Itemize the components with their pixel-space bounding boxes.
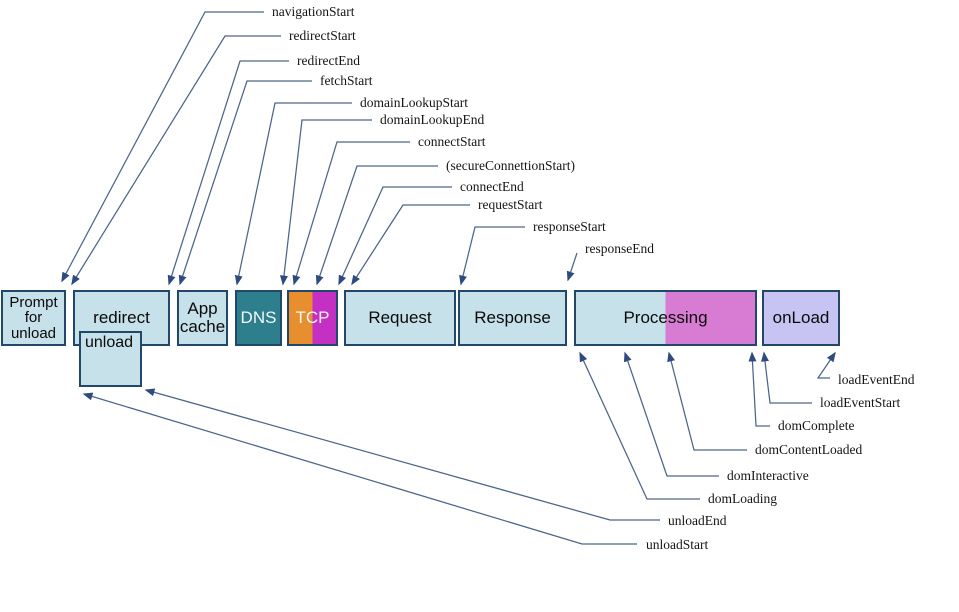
label-domContentLoaded: domContentLoaded	[755, 442, 863, 457]
box-prompt-for-unload-label: unload	[10, 324, 57, 342]
box-onload: onLoad	[762, 290, 840, 346]
label-responseStart: responseStart	[533, 219, 606, 234]
box-response: Response	[458, 290, 567, 346]
connector-domComplete-arrow	[748, 351, 770, 427]
box-onload-label: onLoad	[772, 308, 830, 328]
box-unload: unload	[79, 331, 142, 387]
label-domainLookupStart: domainLookupStart	[360, 95, 468, 110]
connector-fetchStart-arrow	[178, 80, 312, 286]
label-unloadStart: unloadStart	[646, 537, 709, 552]
connector-connectStart-arrow	[292, 141, 410, 286]
box-app-cache-label: App	[187, 299, 218, 319]
label-secureConnectionStart: (secureConnettionStart)	[446, 158, 575, 173]
box-redirect-label: redirect	[93, 308, 150, 328]
box-tcp-label: TCP	[295, 308, 330, 328]
connector-loadEventEnd-arrow	[816, 351, 836, 379]
label-loadEventStart: loadEventStart	[820, 395, 901, 410]
connector-unloadEnd-arrow	[144, 388, 660, 521]
label-domLoading: domLoading	[708, 491, 777, 506]
connector-navigationStart-arrow	[61, 11, 264, 283]
box-processing: Processing	[574, 290, 757, 346]
box-request-label: Request	[368, 308, 432, 328]
connector-requestStart-arrow	[351, 204, 470, 286]
label-domainLookupEnd: domainLookupEnd	[380, 112, 485, 127]
label-connectEnd: connectEnd	[460, 179, 524, 194]
connector-domContentLoaded-arrow	[667, 351, 747, 451]
box-dns-label: DNS	[240, 308, 277, 328]
box-request: Request	[344, 290, 456, 346]
connector-connectEnd-arrow	[338, 186, 452, 286]
label-loadEventEnd: loadEventEnd	[838, 372, 915, 387]
box-processing-label: Processing	[623, 308, 708, 328]
label-fetchStart: fetchStart	[320, 73, 373, 88]
label-domComplete: domComplete	[778, 418, 855, 433]
box-prompt-for-unload-label: for	[24, 309, 43, 327]
label-connectStart: connectStart	[418, 134, 486, 149]
connector-redirectEnd-arrow	[167, 60, 289, 286]
connector-unloadStart-arrow	[82, 392, 637, 545]
box-app-cache-label: cache	[179, 317, 226, 336]
box-response-label: Response	[474, 308, 551, 328]
label-navigationStart: navigationStart	[272, 4, 355, 19]
label-requestStart: requestStart	[478, 197, 543, 212]
connector-domainLookupEnd-arrow	[280, 119, 372, 286]
box-dns: DNS	[235, 290, 282, 346]
connector-domInteractive-arrow	[623, 351, 719, 477]
connector-domainLookupStart-arrow	[234, 102, 352, 286]
connector-loadEventStart-arrow	[761, 351, 812, 404]
connector-responseEnd-arrow	[566, 252, 578, 282]
label-redirectEnd: redirectEnd	[297, 53, 360, 68]
connector-responseStart-arrow	[459, 226, 525, 286]
connector-redirectStart-arrow	[71, 35, 281, 286]
connector-secureConnectionStart-arrow	[315, 165, 438, 286]
connector-domLoading-arrow	[579, 351, 700, 500]
box-prompt-for-unload-label: Prompt	[9, 293, 58, 311]
label-redirectStart: redirectStart	[289, 28, 356, 43]
label-domInteractive: domInteractive	[727, 468, 809, 483]
box-tcp: TCP	[287, 290, 338, 346]
label-responseEnd: responseEnd	[585, 241, 654, 256]
box-unload-label: unload	[85, 334, 134, 351]
label-unloadEnd: unloadEnd	[668, 513, 727, 528]
